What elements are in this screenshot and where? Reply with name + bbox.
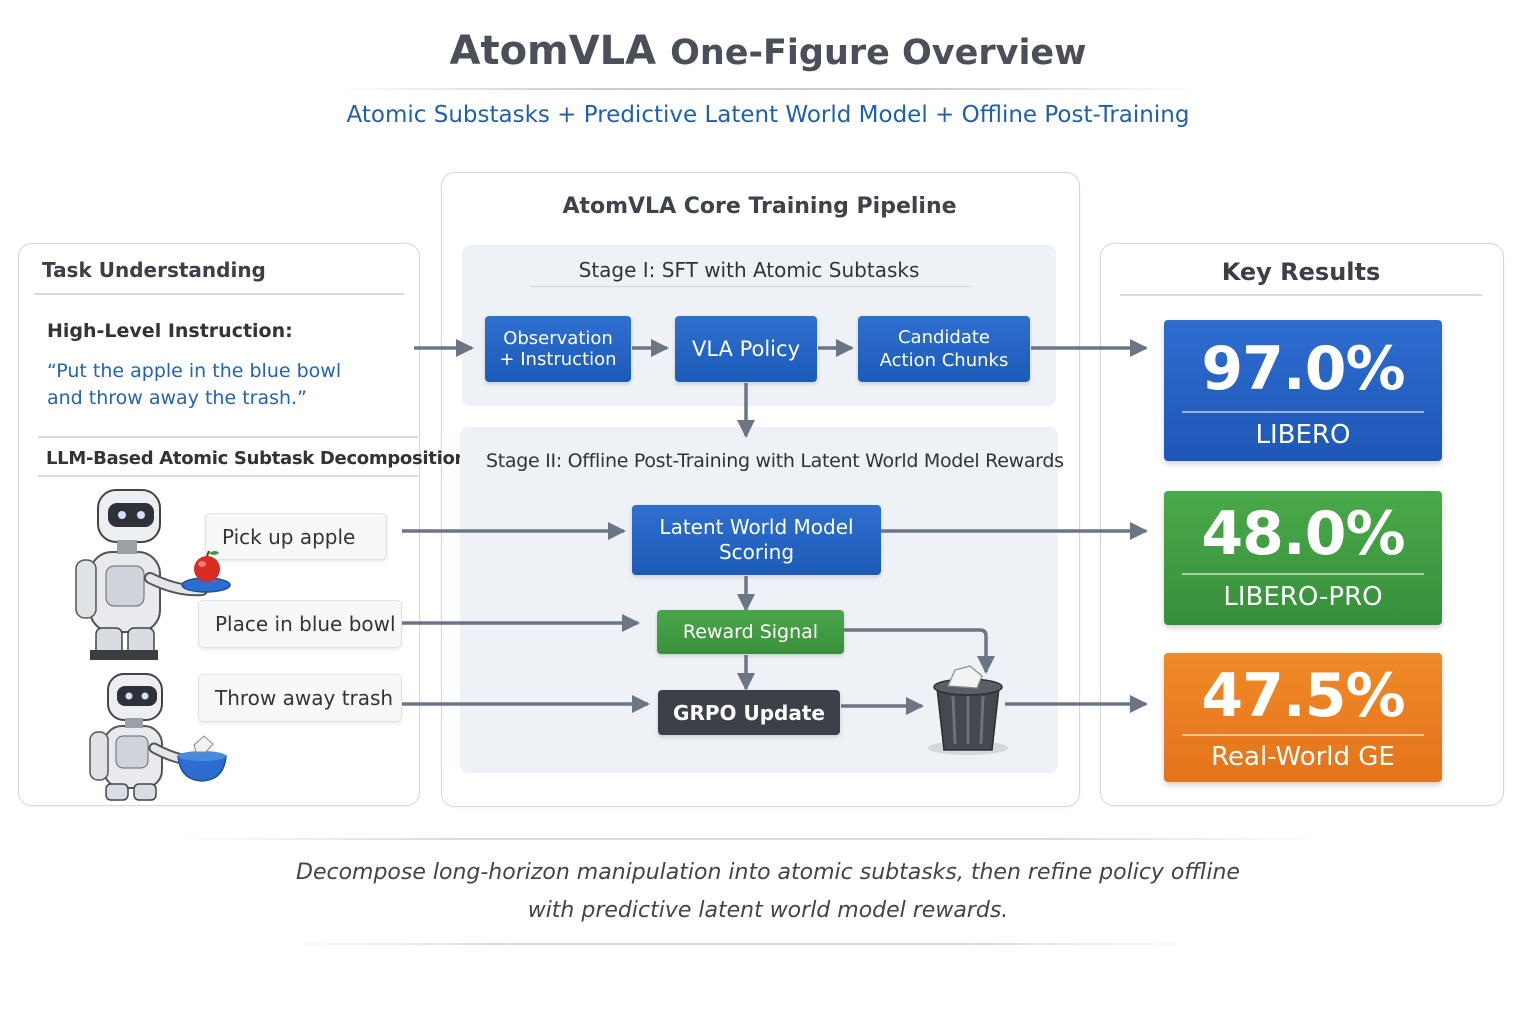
- footer-divider-top: [170, 838, 1330, 840]
- arrow-reward-to-trash: [844, 628, 995, 674]
- task-understanding-title: Task Understanding: [42, 258, 266, 282]
- trash-can-icon: [928, 665, 1008, 755]
- task-divider-3: [38, 475, 418, 477]
- instruction-label: High-Level Instruction:: [47, 320, 293, 342]
- pipeline-title: AtomVLA Core Training Pipeline: [562, 194, 957, 219]
- result-separator: [1182, 573, 1424, 575]
- task-divider-2: [38, 436, 418, 438]
- caption-line-1: Decompose long-horizon manipulation into…: [296, 860, 1240, 885]
- stage-1-title: Stage I: SFT with Atomic Subtasks: [578, 258, 920, 282]
- candidate-line-1: Candidate: [897, 327, 991, 348]
- subtask-label: Pick up apple: [222, 524, 356, 549]
- subtask-place-in-bowl: Place in blue bowl: [198, 600, 402, 648]
- key-results-divider: [1120, 294, 1482, 296]
- result-separator: [1182, 411, 1424, 413]
- grpo-update-box: GRPO Update: [658, 690, 840, 735]
- title-bold: AtomVLA: [449, 28, 657, 74]
- title-rest: One-Figure Overview: [670, 33, 1087, 73]
- task-divider-1: [34, 293, 404, 295]
- vla-policy-label: VLA Policy: [692, 337, 800, 361]
- subtask-label: Place in blue bowl: [215, 612, 396, 636]
- reward-signal-box: Reward Signal: [657, 610, 844, 654]
- stage-1-divider: [530, 286, 970, 287]
- robot-with-apple-icon: [75, 489, 231, 660]
- key-results-title: Key Results: [1221, 258, 1381, 286]
- caption: Decompose long-horizon manipulation into…: [0, 854, 1536, 930]
- robot-with-bowl-icon: [89, 673, 227, 801]
- footer-divider-bottom: [280, 943, 1200, 945]
- observation-line-2: + Instruction: [499, 349, 617, 370]
- result-value: 97.0%: [1201, 334, 1405, 404]
- page-title: AtomVLA One-Figure Overview: [0, 28, 1536, 74]
- reward-signal-label: Reward Signal: [682, 621, 819, 643]
- candidate-line-2: Action Chunks: [879, 350, 1009, 371]
- subtask-pick-up-apple: Pick up apple: [205, 513, 387, 560]
- instruction-line-1: “Put the apple in the blue bowl: [47, 360, 342, 382]
- candidate-action-chunks-box: Candidate Action Chunks: [858, 316, 1030, 382]
- latent-world-model-box: Latent World Model Scoring: [632, 505, 881, 575]
- result-separator: [1182, 734, 1424, 736]
- vla-policy-box: VLA Policy: [675, 316, 817, 382]
- title-divider: [330, 88, 1200, 90]
- result-label: LIBERO: [1255, 420, 1351, 450]
- lwm-line-1: Latent World Model: [659, 515, 854, 539]
- lwm-line-2: Scoring: [718, 540, 795, 564]
- result-card-libero: 97.0% LIBERO: [1164, 320, 1442, 461]
- result-value: 48.0%: [1201, 499, 1405, 569]
- instruction-line-2: and throw away the trash.”: [47, 387, 307, 409]
- subtask-throw-away-trash: Throw away trash: [198, 674, 402, 722]
- subtask-label: Throw away trash: [215, 686, 394, 710]
- result-card-real-world-ge: 47.5% Real-World GE: [1164, 653, 1442, 782]
- decomposition-label: LLM-Based Atomic Subtask Decomposition: [46, 448, 468, 469]
- grpo-update-label: GRPO Update: [673, 700, 825, 725]
- observation-instruction-box: Observation + Instruction: [485, 316, 631, 382]
- page-subtitle: Atomic Substasks + Predictive Latent Wor…: [346, 102, 1190, 128]
- observation-line-1: Observation: [503, 328, 613, 349]
- result-label: LIBERO-PRO: [1223, 582, 1383, 612]
- instruction-quote: “Put the apple in the blue bowl and thro…: [47, 358, 407, 412]
- result-card-libero-pro: 48.0% LIBERO-PRO: [1164, 491, 1442, 625]
- stage-2-title: Stage II: Offline Post-Training with Lat…: [486, 450, 1064, 472]
- result-value: 47.5%: [1201, 661, 1405, 731]
- caption-line-2: with predictive latent world model rewar…: [527, 898, 1009, 923]
- result-label: Real-World GE: [1211, 742, 1395, 772]
